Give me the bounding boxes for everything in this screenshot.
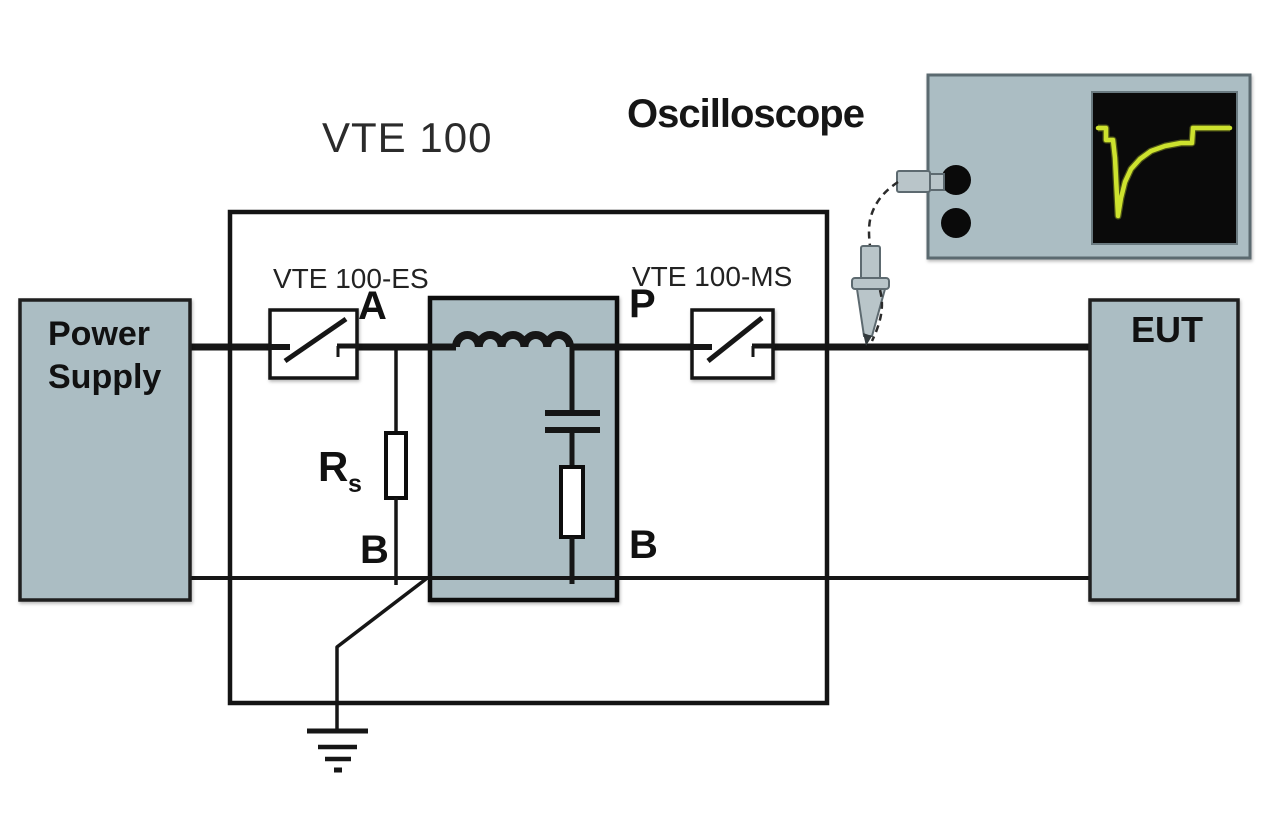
bnc-plug <box>896 170 931 193</box>
bnc-stub <box>928 173 945 191</box>
es-switch-blade <box>283 316 348 364</box>
probe-flange <box>851 277 890 290</box>
ground-wire <box>335 577 428 729</box>
damping-resistor <box>559 465 585 539</box>
node-label-b-left: B <box>360 528 389 572</box>
scope-input-connector-2 <box>941 208 971 238</box>
oscilloscope-label: Oscilloscope <box>627 92 864 136</box>
node-label-a: A <box>358 284 387 328</box>
eut-label: EUT <box>1131 309 1203 350</box>
probe-tip <box>863 333 872 346</box>
waveform-trace <box>1095 125 1233 219</box>
probe-cable <box>867 180 899 247</box>
vte100-enclosure-box <box>227 209 830 706</box>
node-label-p: P <box>629 282 656 326</box>
inductor-coil <box>452 331 574 348</box>
node-label-b-right: B <box>629 523 658 567</box>
probe-collar <box>860 245 881 281</box>
vte100-title: VTE 100 <box>322 114 492 161</box>
probe-ground-lead <box>870 289 884 342</box>
rs-resistor-label: R <box>318 443 348 490</box>
ms-switch-blade <box>706 316 764 363</box>
power-supply-box <box>18 298 192 602</box>
ms-switch-label: VTE 100-MS <box>632 261 792 292</box>
es-switch-label: VTE 100-ES <box>273 263 429 294</box>
rs-resistor-label-subscript: s <box>348 470 362 498</box>
eut-box <box>1088 298 1240 602</box>
scope-input-connector-1 <box>941 165 971 195</box>
power-supply-label-line1: Power <box>48 315 150 353</box>
rs-resistor <box>384 431 408 500</box>
power-supply-label-line2: Supply <box>48 358 161 396</box>
